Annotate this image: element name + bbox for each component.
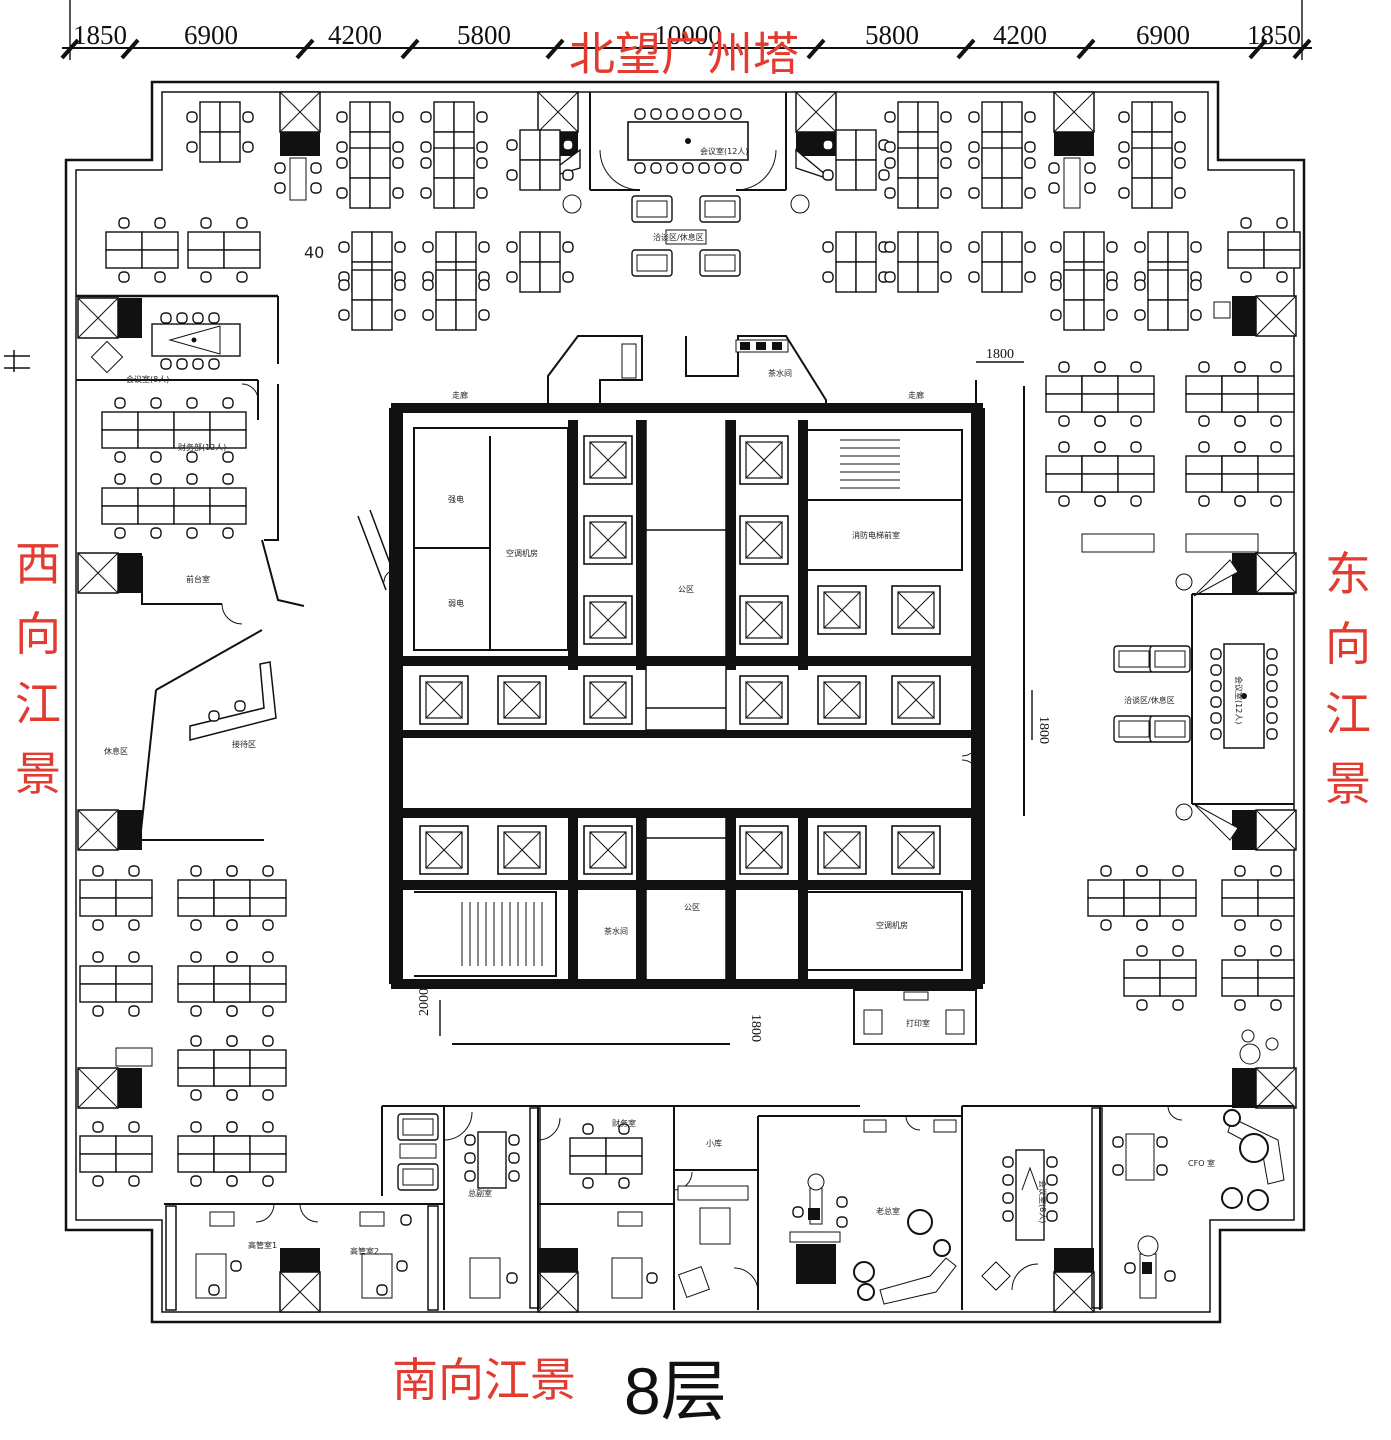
desk-pods-west-lower — [80, 866, 286, 1186]
dim-top-4: 5800 — [457, 20, 511, 50]
room-label-ac-1: 空调机房 — [506, 548, 538, 558]
dim-2000: 2000 — [417, 988, 432, 1016]
west-office: 财务部(12人) — [102, 380, 279, 541]
room-label-cfo: CFO 室 — [1188, 1158, 1215, 1168]
west-label-char-4: 景 — [15, 747, 61, 801]
south-rooms — [164, 1105, 1294, 1311]
west-label-char-3: 江 — [15, 677, 61, 731]
desk-count-label: 40 — [304, 243, 324, 262]
west-label-char-1: 西 — [15, 537, 61, 591]
west-label-char-2: 向 — [15, 607, 61, 661]
room-label-fire: 消防电梯前室 — [852, 530, 900, 540]
room-label-shaft-2: 弱电 — [448, 598, 464, 608]
dim-top-2: 6900 — [184, 20, 238, 50]
room-label-pantry: 茶水间 — [768, 368, 792, 378]
room-label-vp: 总副室 — [468, 1188, 492, 1198]
room-label-corridor-1: 走廊 — [452, 390, 468, 400]
room-label-tea: 茶水间 — [604, 926, 628, 936]
dim-top-7: 4200 — [993, 20, 1047, 50]
top-dimension-line: 1850 6900 4200 5800 10000 5800 4200 6900… — [60, 0, 1312, 60]
dim-1800-c: 1800 — [748, 1014, 763, 1042]
dim-top-5: 10000 — [654, 20, 722, 50]
print-room: 打印室 — [853, 989, 977, 1045]
core-top-annex: 茶水间 走廊 走廊 — [452, 335, 924, 408]
south-furniture: 总副室 财务室 小库 高管室1 高管室2 老总室 — [195, 1109, 1285, 1305]
dim-1800-b: 1800 — [1036, 716, 1051, 744]
west-front-desk: 前台室 接待区 休息区 — [104, 539, 305, 841]
east-label-char-3: 江 — [1325, 687, 1371, 741]
desk-pods-north-row1 — [187, 102, 1185, 208]
room-label-meeting-south: 会议室(8人) — [1038, 1180, 1048, 1223]
north-view-label: 北望广州塔 — [569, 27, 799, 81]
room-label-lounge-north: 洽谈区/休息区 — [653, 232, 704, 242]
room-label-print: 打印室 — [906, 1018, 930, 1028]
room-label-hall: 公区 — [678, 585, 694, 594]
east-label-char-1: 东 — [1325, 547, 1371, 601]
floor-label: 8层 — [624, 1354, 727, 1428]
east-label-char-4: 景 — [1325, 757, 1371, 811]
dim-top-6: 5800 — [865, 20, 919, 50]
room-label-shaft-1: 强电 — [448, 494, 464, 504]
room-label-lounge-east: 洽谈区/休息区 — [1124, 695, 1175, 705]
room-label-meeting-west: 会议室(8人) — [126, 374, 169, 384]
room-label-reception: 接待区 — [232, 739, 256, 749]
east-label-char-2: 向 — [1325, 617, 1371, 671]
room-label-meeting-north: 会议室(12人) — [700, 146, 748, 156]
room-label-mgr2: 高管室2 — [350, 1246, 379, 1256]
west-meeting-room: 会议室(8人) — [76, 294, 279, 384]
room-label-lounge-west: 休息区 — [104, 746, 128, 756]
north-meeting-room: 会议室(12人) — [589, 92, 787, 191]
desk-pods-north-row2: 40 — [106, 218, 1300, 330]
edge-marker — [4, 350, 30, 372]
north-lounge: 洽谈区/休息区 — [631, 195, 741, 277]
room-label-mgr1: 高管室1 — [248, 1240, 277, 1250]
room-label-small: 小库 — [706, 1138, 722, 1148]
room-label-meeting-east: 会议室(12人) — [1234, 676, 1244, 724]
east-view-label: 东 向 江 景 — [1325, 547, 1371, 811]
room-label-hall-2: 公区 — [684, 903, 700, 912]
south-view-label: 南向江景 — [392, 1353, 576, 1407]
outer-wall — [64, 80, 1306, 1324]
room-label-front-desk: 前台室 — [186, 574, 210, 584]
west-view-label: 西 向 江 景 — [15, 537, 61, 801]
desk-pods-east-lower — [1088, 866, 1294, 1065]
dim-top-1: 1850 — [73, 20, 127, 50]
room-label-ac-2: 空调机房 — [876, 920, 908, 930]
room-label-finance: 财务室 — [612, 1118, 636, 1128]
dim-top-8: 6900 — [1136, 20, 1190, 50]
room-label-office-west: 财务部(12人) — [178, 442, 226, 452]
east-meeting-room: 会议室(12人) 洽谈区/休息区 — [1113, 559, 1294, 841]
core-dimensions: 1800 1800 2000 1800 — [417, 347, 1051, 1045]
room-label-corridor-2: 走廊 — [908, 390, 924, 400]
room-label-boss: 老总室 — [876, 1206, 900, 1216]
dim-top-9: 1850 — [1247, 20, 1301, 50]
dim-top-3: 4200 — [328, 20, 382, 50]
core: 强电 弱电 空调机房 公区 公区 消防电梯前室 茶水 — [357, 403, 985, 989]
desk-pods-east-upper — [1046, 301, 1294, 553]
dim-1800-a: 1800 — [986, 347, 1014, 362]
